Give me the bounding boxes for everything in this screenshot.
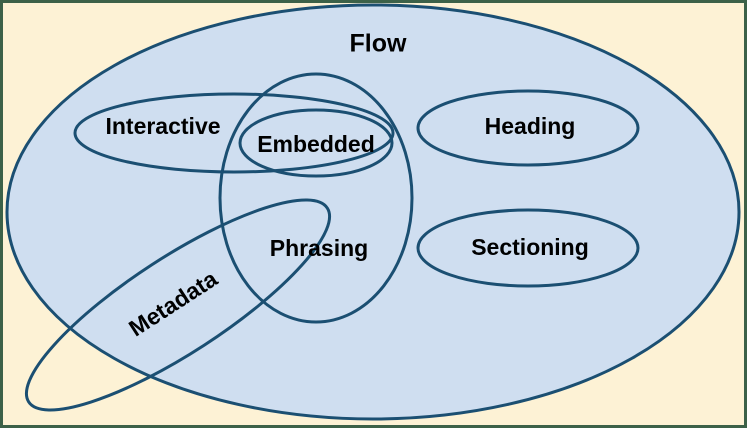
ellipse-flow[interactable] <box>5 3 741 421</box>
ellipse-interactive[interactable] <box>73 92 395 174</box>
label-sectioning: Sectioning <box>471 234 589 260</box>
ellipse-metadata[interactable] <box>3 168 354 428</box>
label-heading: Heading <box>485 113 576 139</box>
ellipse-sectioning[interactable] <box>416 208 640 288</box>
label-flow: Flow <box>350 30 407 58</box>
label-interactive: Interactive <box>105 113 220 139</box>
ellipse-phrasing[interactable] <box>218 72 414 324</box>
ellipse-heading[interactable] <box>416 89 640 167</box>
label-embedded: Embedded <box>257 131 375 157</box>
label-phrasing: Phrasing <box>270 235 368 261</box>
ellipse-embedded[interactable] <box>238 108 394 178</box>
